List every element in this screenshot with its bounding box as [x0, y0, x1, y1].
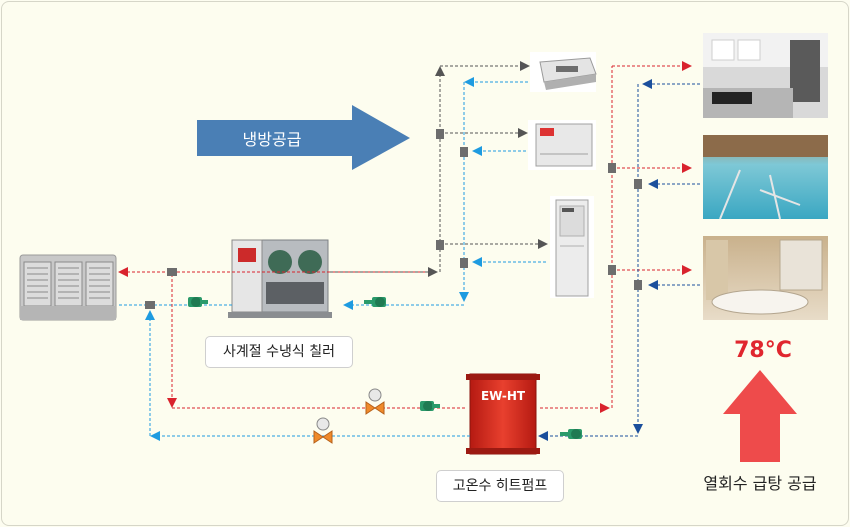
- pump-icon: [560, 429, 582, 439]
- cooling-circuit: [118, 61, 548, 310]
- hot-water-supply-label: 열회수 급탕 공급: [703, 474, 817, 493]
- pump-icon: [364, 297, 386, 307]
- heatpump-brand: EW-HT: [481, 389, 526, 403]
- heatpump-label: 고온수 히트펌프: [436, 470, 564, 502]
- valve-icon: [365, 388, 385, 415]
- pump-icon: [420, 401, 440, 411]
- fan-coil-icon: [528, 120, 596, 170]
- standing-ac-icon: [550, 196, 594, 298]
- cassette-ac-icon: [530, 52, 597, 92]
- cooling-supply-label: 냉방공급: [243, 130, 302, 149]
- chiller-label: 사계절 수냉식 칠러: [205, 336, 353, 368]
- pool-photo: [703, 135, 828, 220]
- chiller-icon: [228, 239, 332, 318]
- cooling-supply-arrow: 냉방공급: [197, 105, 410, 170]
- hot-water-temp: 78°C: [734, 338, 792, 363]
- heating-circuit: [145, 61, 700, 441]
- hot-water-up-arrow: [723, 370, 797, 462]
- cooling-tower-icon: [19, 254, 117, 321]
- kitchen-photo: [703, 33, 828, 118]
- bathroom-photo: [703, 236, 828, 320]
- heatpump-icon: EW-HT: [466, 373, 540, 455]
- pipe-fittings: [145, 129, 642, 309]
- pump-icon: [188, 297, 208, 307]
- valve-icon: [313, 417, 333, 444]
